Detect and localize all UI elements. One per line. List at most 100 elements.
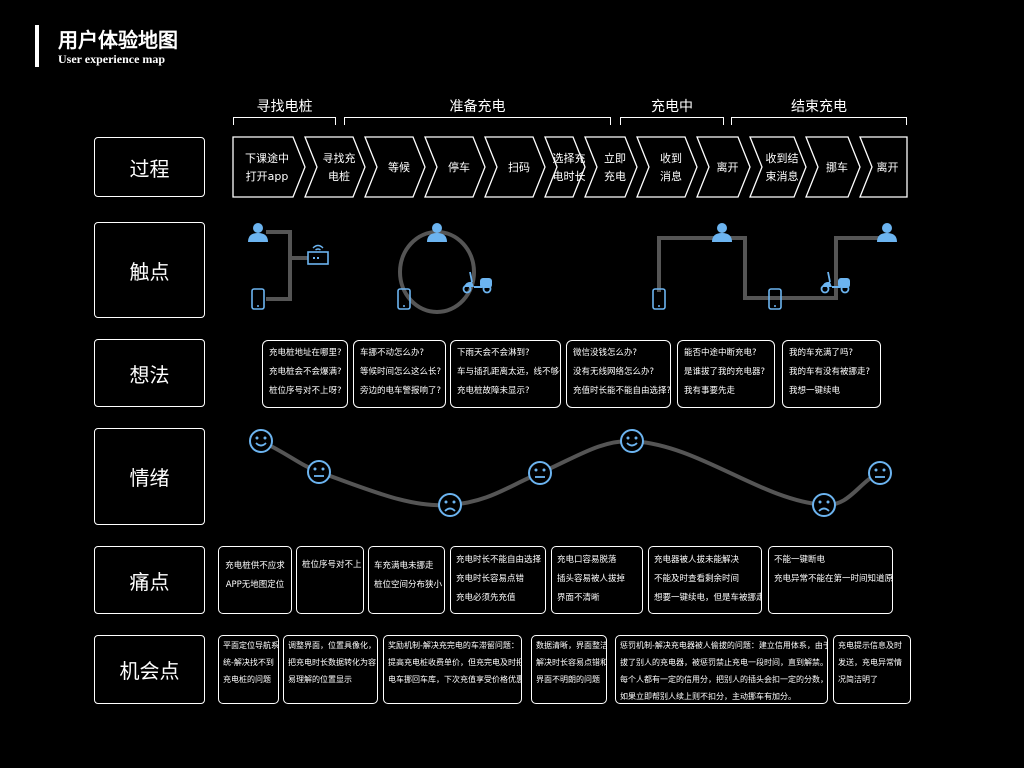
process-step-label: 电桩 [328,169,350,183]
phone-icon [768,288,782,310]
opportunity-card-line: 奖励机制-解决充完电的车滞留问题： [388,641,519,650]
happy-face-icon [249,429,273,453]
process-step [584,136,638,198]
thought-card-line: 旁边的电车警报响了? [360,386,442,396]
thought-card-line: 我想一键续电 [789,386,841,396]
opportunity-card-line: 惩罚机制-解决充电器被人偷拔的问题：建立信用体系，由于 [620,641,828,650]
process-step [636,136,698,198]
opportunity-card: 惩罚机制-解决充电器被人偷拔的问题：建立信用体系，由于拔了别人的充电器，被惩罚禁… [615,635,828,704]
opportunity-card-line: 调整界面，位置具像化， [288,641,376,650]
thought-card-line: 是谁拔了我的充电器? [684,367,766,377]
phone-icon [652,288,666,310]
neutral-face-icon [868,461,892,485]
pain-point-card-line: 不能及时查看剩余时间 [654,574,740,584]
pain-point-card-line: 充电口容易脱落 [557,555,617,565]
pain-point-card-line: 桩位序号对不上 [302,560,362,570]
thought-card: 充电桩地址在哪里?充电桩会不会爆满?桩位序号对不上呀? [262,340,348,408]
pain-point-card-line: 充电必须先充值 [456,593,516,603]
process-step-label: 挪车 [826,160,848,174]
process-step-label: 立即 [604,151,626,165]
pain-point-card-line: APP无地图定位 [225,580,285,590]
pain-point-card-line: 充电时长容易点错 [456,574,525,584]
opportunity-card-line: 界面不明朗的问题 [536,675,600,684]
row-label-emotions: 情绪 [94,428,205,525]
process-step-label: 停车 [448,160,470,174]
pain-point-card-line: 充电时长不能自由选择 [456,555,542,565]
stage-finish: 结束充电 [731,96,907,125]
stage-find: 寻找电桩 [233,96,336,125]
pain-point-card-line: 充电器被人拔未能解决 [654,555,740,565]
pain-point-card-line: 界面不清晰 [557,593,600,603]
touchpoint-connector [657,236,880,300]
thought-card-line: 充值时长能不能自由选择? [573,386,671,396]
pain-point-card-line: 充电桩供不应求 [225,561,285,571]
pain-point-card-line: 桩位空间分布狭小 [374,580,443,590]
process-step-label: 收到结 [766,151,799,165]
opportunity-card-line: 易理解的位置显示 [288,675,352,684]
row-label-touchpoints: 触点 [94,222,205,318]
thought-card-line: 下雨天会不会淋到? [457,348,530,358]
process-step [544,136,586,198]
pain-point-card-line: 充电异常不能在第一时间知道原因 [774,574,893,584]
row-label-pain-points: 痛点 [94,546,205,614]
opportunity-card-line: 数据清晰，界面整洁- [536,641,607,650]
process-step [364,136,426,198]
stage-bracket [233,117,336,125]
opportunity-card-line: 拔了别人的充电器，被惩罚禁止充电一段时间，直到解禁。 [620,658,828,667]
thought-card-line: 能否中途中断充电? [684,348,757,358]
thought-card-line: 车挪不动怎么办? [360,348,425,358]
thought-card-line: 充电桩会不会爆满? [269,367,342,377]
sad-face-icon [812,493,836,517]
row-label-thoughts: 想法 [94,339,205,407]
pain-point-card-line: 车充满电未挪走 [374,561,434,571]
scooter-icon [820,271,850,294]
emotion-line [260,438,881,508]
pain-point-card-line: 不能一键断电 [774,555,826,565]
pain-point-card: 车充满电未挪走桩位空间分布狭小 [368,546,445,614]
process-step [304,136,366,198]
opportunity-card-line: 充电桩的问题 [223,675,271,684]
process-step [424,136,486,198]
opportunity-card: 奖励机制-解决充完电的车滞留问题：提高充电桩收费单价，但充完电及时把电车挪回车库… [383,635,522,704]
neutral-face-icon [528,461,552,485]
phone-icon [397,288,411,310]
process-step-label: 离开 [717,160,739,174]
charging-station-icon [307,244,329,265]
sad-face-icon [438,493,462,517]
stage-label: 结束充电 [791,99,847,115]
process-step-label: 消息 [660,169,682,183]
thought-card-line: 没有无线网络怎么办? [573,367,655,377]
opportunity-card-line: 发送，充电异常情 [838,658,902,667]
opportunity-card: 调整界面，位置具像化，把充电时长数据转化为容易理解的位置显示 [283,635,378,704]
opportunity-card-line: 充电提示信息及时 [838,641,902,650]
opportunity-card: 充电提示信息及时发送，充电异常情况简洁明了 [833,635,911,704]
pain-point-card: 桩位序号对不上 [296,546,364,614]
process-step-label: 扫码 [508,161,530,174]
opportunity-card-line: 电车挪回车库，下次充值享受价格优惠 [388,675,522,684]
process-step [484,136,546,198]
thought-card-line: 我有事要先走 [684,386,736,396]
row-label-process: 过程 [94,137,205,197]
happy-face-icon [620,429,644,453]
process-step-label: 束消息 [766,169,799,183]
stage-charging: 充电中 [620,96,724,125]
process-step-label: 等候 [388,160,410,174]
stage-bracket [620,117,724,125]
process-step-label: 寻找充 [323,151,356,165]
process-step-label: 收到 [660,151,682,165]
stage-label: 寻找电桩 [256,99,313,115]
thought-card: 车挪不动怎么办?等候时间怎么这么长?旁边的电车警报响了? [353,340,446,408]
pain-point-card: 充电桩供不应求 APP无地图定位 [218,546,292,614]
stage-label: 准备充电 [449,99,506,115]
scooter-icon [462,271,492,294]
opportunity-card-line: 平面定位导航系 [223,641,279,650]
thought-card-line: 我的车充满了吗? [789,348,854,358]
row-label-opportunities: 机会点 [94,635,205,704]
process-step-label: 充电 [604,169,626,183]
process-step-label: 电时长 [553,170,586,183]
user-icon [712,223,732,242]
process-step-label: 打开app [246,169,289,183]
pain-point-card: 不能一键断电充电异常不能在第一时间知道原因 [768,546,893,614]
